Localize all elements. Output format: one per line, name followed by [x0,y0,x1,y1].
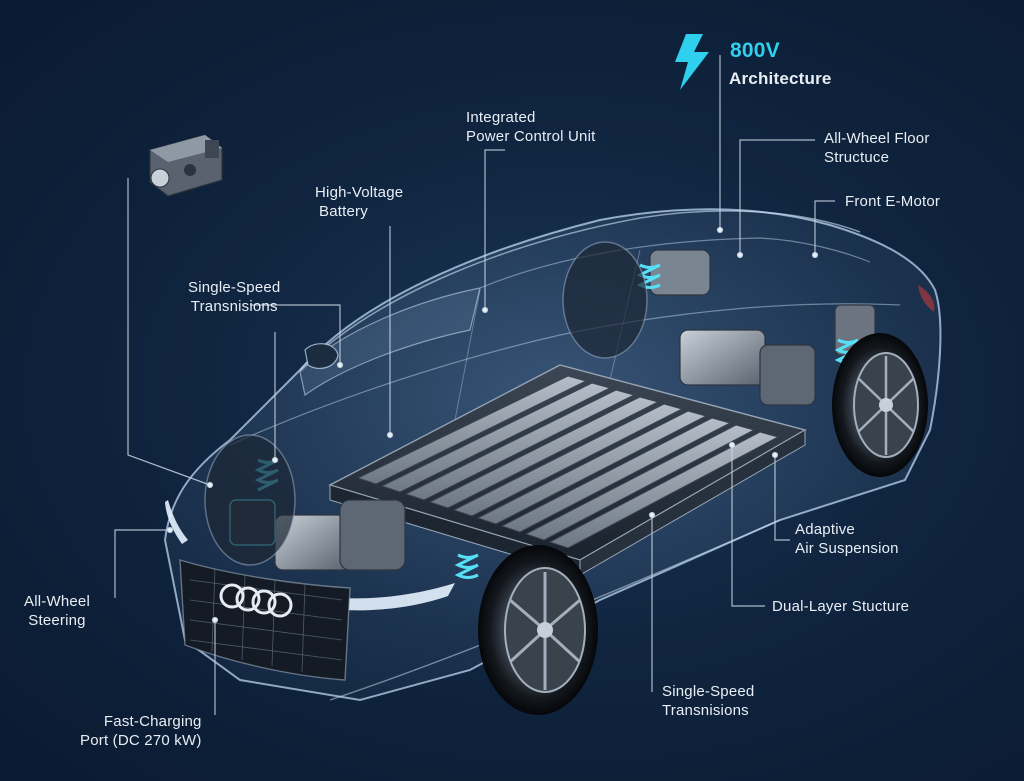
label-high-voltage-battery: High-Voltage Battery [315,184,404,220]
wheel-rear-left [562,241,648,359]
leader-port [127,178,211,486]
label-single-speed-bottom: Single-Speed Transnisions [662,683,755,719]
label-all-wheel-steering: All-Wheel Steering [24,593,90,629]
label-800v-value: 800V [730,39,780,62]
leader-steering [114,529,170,598]
leader-power-control [484,149,505,310]
leader-air-suspension [774,455,790,541]
audi-logo [219,583,293,618]
leader-floor [739,139,815,255]
wheel-front-left [204,434,296,566]
battery-pack [328,364,807,576]
front-drive-unit [229,499,406,571]
label-architecture: Architecture [729,69,832,88]
battery-cells [356,375,780,549]
leader-front-emotor [814,200,835,255]
leader-dual-layer [731,445,765,607]
wheel-front-right [478,545,598,715]
label-dual-layer: Dual-Layer Stucture [772,598,910,615]
label-front-emotor: Front E-Motor [845,193,941,210]
lightning-bolt-icon [675,34,709,90]
label-adaptive-air: Adaptive Air Suspension [795,521,899,557]
leader-single-speed-top [250,304,341,365]
label-fast-charging: Fast-Charging Port (DC 270 kW) [80,713,202,749]
label-800v: 800V [730,38,780,64]
wheel-rear-right [832,333,928,477]
leader-lines [114,55,835,715]
label-single-speed-top: Single-Speed Transnisions [188,279,281,315]
label-all-wheel-floor: All-Wheel Floor Structuce [824,130,930,166]
charging-port-component [149,134,223,197]
label-integrated-power: Integrated Power Control Unit [466,109,596,145]
